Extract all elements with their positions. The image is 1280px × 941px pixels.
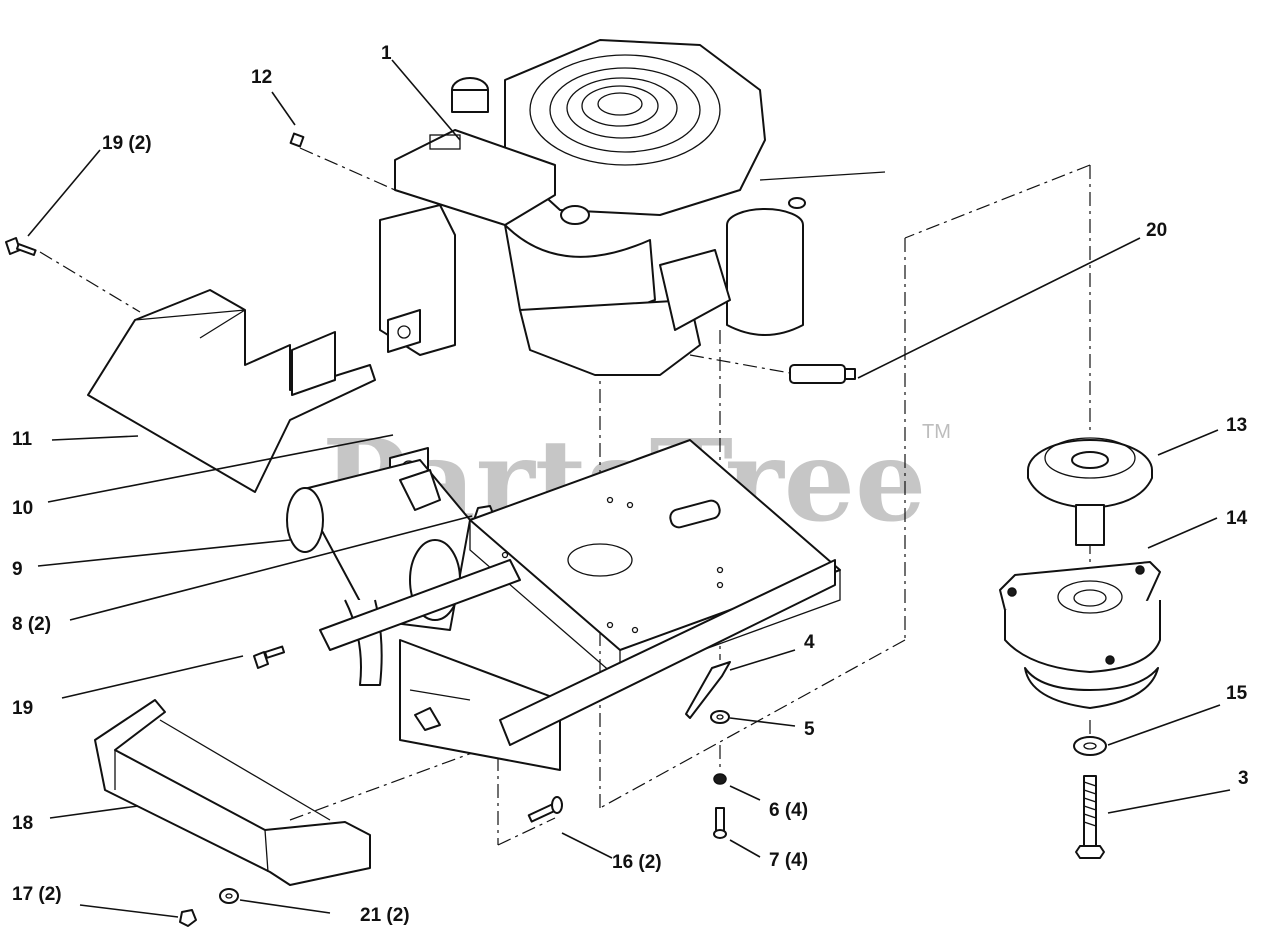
part-11-heat-shield <box>87 289 376 493</box>
callout-10: 10 <box>12 498 33 519</box>
callout-5: 5 <box>804 719 815 740</box>
callout-7: 7 (4) <box>769 850 808 871</box>
callout-9: 9 <box>12 559 23 580</box>
part-14-clutch <box>999 561 1161 709</box>
part-9-muffler <box>286 459 471 686</box>
part-5-washer <box>710 710 730 724</box>
part-12-key <box>289 132 305 148</box>
leader-lines <box>27 59 1231 918</box>
callout-13: 13 <box>1226 415 1247 436</box>
callout-21: 21 (2) <box>360 905 410 926</box>
part-6-nut <box>713 773 727 785</box>
callout-12: 12 <box>251 67 272 88</box>
callout-4: 4 <box>804 632 815 653</box>
frame-mount-plate <box>319 439 841 771</box>
part-17-nut <box>179 909 197 927</box>
part-4-bracket <box>685 661 731 719</box>
callout-8: 8 (2) <box>12 614 51 635</box>
part-13-pulley <box>1027 437 1153 546</box>
part-19-bolt-lower <box>253 645 286 669</box>
part-3-bolt <box>1075 775 1105 859</box>
callout-19-upper: 19 (2) <box>102 133 152 154</box>
part-16-bolt <box>527 796 563 823</box>
part-15-washer <box>1073 736 1107 756</box>
callout-15: 15 <box>1226 683 1248 704</box>
part-18-front-guard <box>94 699 371 886</box>
callout-11: 11 <box>12 429 33 450</box>
callout-3: 3 <box>1238 768 1249 789</box>
callout-17: 17 (2) <box>12 884 62 905</box>
watermark-trademark: TM <box>922 421 951 443</box>
callout-18: 18 <box>12 813 33 834</box>
callout-6: 6 (4) <box>769 800 808 821</box>
part-19-bolt-upper <box>5 237 37 256</box>
callout-1: 1 <box>381 43 392 64</box>
engine <box>379 39 886 376</box>
callout-20: 20 <box>1146 220 1167 241</box>
part-20-sensor <box>689 354 856 384</box>
callout-19-lower: 19 <box>12 698 33 719</box>
part-21-washer <box>219 888 239 904</box>
callout-14: 14 <box>1226 508 1248 529</box>
callout-16: 16 (2) <box>612 852 662 873</box>
part-7-bolt <box>713 807 727 839</box>
